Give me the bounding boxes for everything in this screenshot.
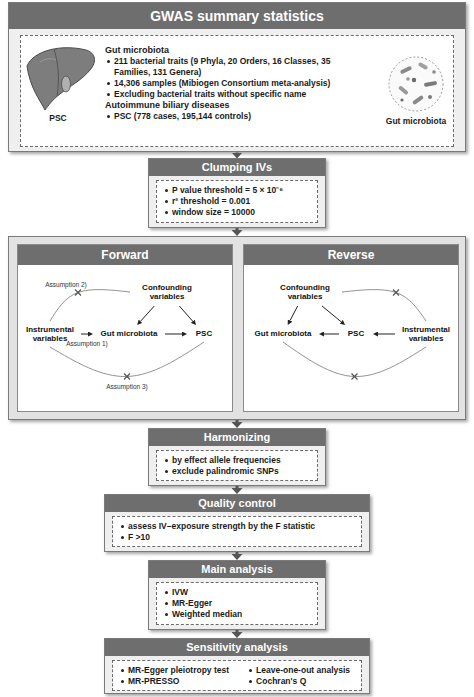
flow-arrow: [236, 420, 239, 422]
box-heading: Reverse: [244, 245, 458, 265]
stage-box: Sensitivity analysisMR-Egger pleiotropy …: [104, 638, 370, 694]
group-heading: Gut microbiota: [105, 45, 367, 56]
variable-node: Instrumental variables: [396, 321, 456, 347]
flow-arrow: [236, 630, 239, 632]
flow-arrow: [236, 552, 239, 554]
bullet-text: Cochran's Q: [247, 676, 355, 687]
stage-box: Harmonizing by effect allele frequenciese…: [148, 428, 326, 486]
criteria-box: P value threshold = 5 × 10⁻⁶r² threshold…: [156, 180, 318, 223]
box-heading: Main analysis: [149, 561, 325, 578]
bullet-text: P value threshold = 5 × 10⁻⁶: [163, 185, 311, 196]
bullet-text: F >10: [119, 532, 355, 543]
bullet-text: MR-Egger pleiotropy test: [119, 665, 243, 676]
analysis-panel: ForwardConfounding variablesInstrumental…: [8, 236, 466, 420]
box-heading: Harmonizing: [149, 429, 325, 446]
edge-label: Assumption 1): [66, 340, 108, 347]
bullet-text: 211 bacterial traits (9 Phyla, 20 Orders…: [105, 56, 367, 78]
box-heading: GWAS summary statistics: [9, 3, 465, 29]
bullet-text: exclude palindromic SNPs: [163, 466, 311, 477]
variable-node: Confounding variables: [130, 279, 204, 305]
criteria-box: Gut microbiota211 bacterial traits (9 Ph…: [20, 35, 454, 147]
variable-node: PSC: [188, 326, 220, 342]
bullet-text: 14,306 samples (Mibiogen Consortium meta…: [105, 78, 367, 89]
box-heading: Forward: [18, 245, 232, 265]
criteria-box: IVWMR-EggerWeighted median: [156, 582, 318, 625]
box-heading: Quality control: [105, 495, 369, 512]
node-label: Gut microbiota: [101, 329, 158, 339]
flow-arrow: [236, 228, 239, 230]
direction-panel: ReverseConfounding variablesGut microbio…: [243, 244, 459, 412]
criteria-box: assess IV–exposure strength by the F sta…: [112, 516, 362, 547]
criteria-box: by effect allele frequenciesexclude pali…: [156, 450, 318, 481]
variable-node: PSC: [340, 326, 372, 342]
stage-box: GWAS summary statisticsGut microbiota211…: [8, 2, 466, 152]
stage-box: Quality control assess IV–exposure streng…: [104, 494, 370, 552]
stage-box: Clumping IVs P value threshold = 5 × 10⁻⁶…: [148, 158, 326, 228]
variable-node: Confounding variables: [268, 279, 342, 305]
node-label: Confounding variables: [130, 283, 204, 302]
illustration-label: Gut microbiota: [386, 116, 446, 126]
edge-label: Assumption 3): [106, 382, 148, 389]
node-label: Gut microbiota: [255, 329, 312, 339]
edge-label: Assumption 2): [45, 280, 87, 287]
bullet-text: r² threshold = 0.001: [163, 196, 311, 207]
illustration-label: PSC: [49, 113, 66, 123]
node-label: PSC: [196, 329, 212, 339]
bullet-text: Leave-one-out analysis: [247, 665, 355, 676]
flow-arrow: [236, 486, 239, 488]
bullet-text: Weighted median: [163, 609, 311, 620]
bullet-text: PSC (778 cases, 195,144 controls): [105, 111, 367, 122]
bullet-text: IVW: [163, 587, 311, 598]
stage-box: Main analysisIVWMR-EggerWeighted median: [148, 560, 326, 630]
bullet-text: Excluding bacterial traits without speci…: [105, 89, 367, 100]
criteria-box: MR-Egger pleiotropy test Leave-one-out an…: [112, 660, 362, 691]
box-heading: Sensitivity analysis: [105, 639, 369, 656]
bullet-text: MR-Egger: [163, 598, 311, 609]
variable-node: Gut microbiota: [248, 326, 318, 342]
bullet-text: MR-PRESSO: [119, 676, 243, 687]
node-label: Instrumental variables: [396, 325, 456, 344]
node-label: Confounding variables: [268, 283, 342, 302]
bullet-text: by effect allele frequencies: [163, 455, 311, 466]
box-heading: Clumping IVs: [149, 159, 325, 176]
node-label: PSC: [348, 329, 364, 339]
bullet-text: assess IV–exposure strength by the F sta…: [119, 521, 355, 532]
bullet-text: window size = 10000: [163, 207, 311, 218]
group-heading: Autoimmune biliary diseases: [105, 100, 367, 111]
